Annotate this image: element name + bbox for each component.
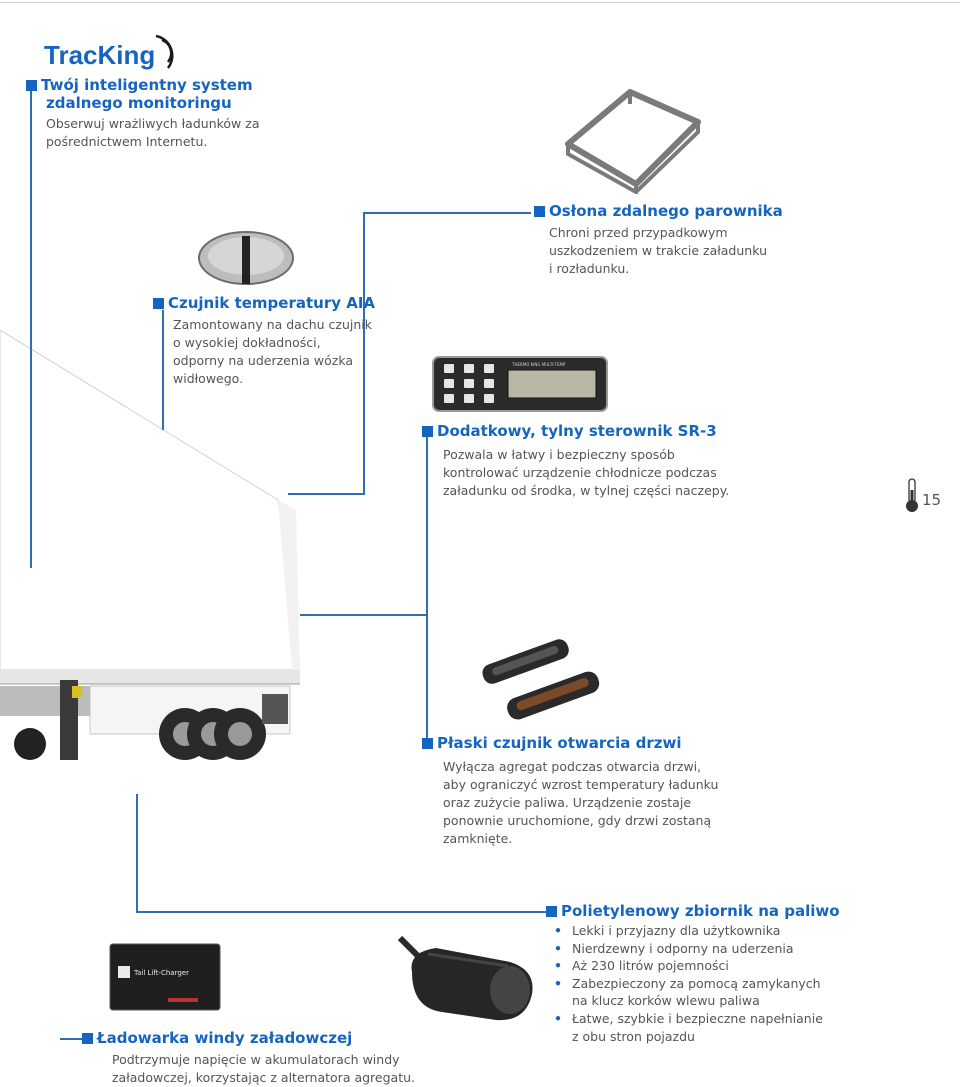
controller-device-label: THERMO KING MULTI-TEMP bbox=[511, 362, 566, 367]
charger-desc-line2: załadowczej, korzystając z alternatora a… bbox=[112, 1070, 415, 1085]
sensor-desc-line1: Zamontowany na dachu czujnik bbox=[173, 317, 372, 332]
door-desc-line4: ponownie uruchomione, gdy drzwi zostaną bbox=[443, 813, 712, 828]
page-number: 15 bbox=[922, 491, 942, 509]
list-item: Łatwe, szybkie i bezpieczne napełnianie … bbox=[546, 1010, 840, 1045]
connector-line bbox=[136, 911, 546, 913]
connector-line bbox=[60, 1038, 82, 1040]
tracking-title-line2: zdalnego monitoringu bbox=[46, 94, 232, 112]
charger-desc-line1: Podtrzymuje napięcie w akumulatorach win… bbox=[112, 1052, 400, 1067]
list-item: Aż 230 litrów pojemności bbox=[546, 957, 840, 975]
controller-desc-line2: kontrolować urządzenie chłodnicze podcza… bbox=[443, 465, 717, 480]
list-item: Zabezpieczony za pomocą zamykanych na kl… bbox=[546, 975, 840, 1010]
tracking-desc-line1: Obserwuj wrażliwych ładunków za bbox=[46, 116, 260, 131]
controller-section: Dodatkowy, tylny sterownik SR-3 Pozwala … bbox=[422, 422, 729, 500]
charger-title: Ładowarka windy załadowczej bbox=[97, 1029, 353, 1047]
connector-line bbox=[288, 493, 365, 495]
bullet-square-icon bbox=[422, 738, 433, 749]
temperature-sensor-image bbox=[198, 231, 294, 285]
bullet-square-icon bbox=[153, 298, 164, 309]
trailer-image bbox=[0, 330, 300, 760]
connector-line bbox=[136, 794, 138, 912]
charger-section: Ładowarka windy załadowczej Podtrzymuje … bbox=[82, 1029, 415, 1087]
bullet-square-icon bbox=[82, 1033, 93, 1044]
connector-line bbox=[426, 432, 428, 672]
bullet-square-icon bbox=[26, 80, 37, 91]
fuel-tank-image bbox=[398, 935, 533, 1021]
connector-line bbox=[300, 614, 428, 616]
evaporator-desc-line2: uszkodzeniem w trakcie załadunku bbox=[549, 243, 767, 258]
controller-desc-line1: Pozwala w łatwy i bezpieczny sposób bbox=[443, 447, 675, 462]
charger-device-label: Tail Lift-Charger bbox=[133, 969, 189, 977]
sensor-title: Czujnik temperatury AIA bbox=[168, 294, 376, 312]
tracking-title-line1: Twój inteligentny system bbox=[41, 76, 253, 94]
door-desc-line2: aby ograniczyć wzrost temperatury ładunk… bbox=[443, 777, 719, 792]
controller-title: Dodatkowy, tylny sterownik SR-3 bbox=[437, 422, 717, 440]
connector-line bbox=[162, 310, 164, 430]
sensor-desc-line2: o wysokiej dokładności, bbox=[173, 335, 321, 350]
sensor-desc-line3: odporny na uderzenia wózka bbox=[173, 353, 354, 368]
bullet-square-icon bbox=[534, 206, 545, 217]
connector-line bbox=[363, 212, 531, 214]
sensor-desc-line4: widłowego. bbox=[173, 371, 244, 386]
sensor-section: Czujnik temperatury AIA Zamontowany na d… bbox=[153, 294, 375, 388]
top-rule bbox=[0, 2, 960, 3]
logo-text: TracKing bbox=[44, 40, 155, 70]
tracking-desc-line2: pośrednictwem Internetu. bbox=[46, 134, 208, 149]
list-item: Lekki i przyjazny dla użytkownika bbox=[546, 922, 840, 940]
bullet-square-icon bbox=[422, 426, 433, 437]
connector-line bbox=[30, 90, 32, 568]
door-sensor-section: Płaski czujnik otwarcia drzwi Wyłącza ag… bbox=[422, 734, 718, 848]
door-title: Płaski czujnik otwarcia drzwi bbox=[437, 734, 682, 752]
controller-desc-line3: załadunku od środka, w tylnej części nac… bbox=[443, 483, 730, 498]
fuel-tank-section: Polietylenowy zbiornik na paliwo Lekki i… bbox=[546, 902, 840, 1045]
connector-line bbox=[426, 614, 428, 744]
evaporator-desc-line3: i rozładunku. bbox=[549, 261, 630, 276]
thermometer-icon bbox=[906, 478, 918, 512]
sr3-controller-image: THERMO KING MULTI-TEMP bbox=[432, 356, 608, 412]
evaporator-title: Osłona zdalnego parownika bbox=[549, 202, 783, 220]
bullet-square-icon bbox=[546, 906, 557, 917]
door-sensor-image bbox=[482, 639, 600, 720]
connector-line bbox=[363, 212, 365, 494]
tank-feature-list: Lekki i przyjazny dla użytkownika Nierdz… bbox=[546, 922, 840, 1045]
tank-title: Polietylenowy zbiornik na paliwo bbox=[561, 902, 840, 920]
list-item: Nierdzewny i odporny na uderzenia bbox=[546, 940, 840, 958]
charger-image: Tail Lift-Charger bbox=[109, 943, 221, 1011]
door-desc-line1: Wyłącza agregat podczas otwarcia drzwi, bbox=[443, 759, 702, 774]
tracking-section: Twój inteligentny system zdalnego monito… bbox=[26, 76, 259, 151]
door-desc-line5: zamknięte. bbox=[443, 831, 513, 846]
door-desc-line3: oraz zużycie paliwa. Urządzenie zostaje bbox=[443, 795, 692, 810]
evaporator-guard-image bbox=[565, 89, 701, 194]
evaporator-section: Osłona zdalnego parownika Chroni przed p… bbox=[534, 202, 783, 278]
evaporator-desc-line1: Chroni przed przypadkowym bbox=[549, 225, 728, 240]
tracking-logo: TracKing bbox=[44, 34, 174, 70]
